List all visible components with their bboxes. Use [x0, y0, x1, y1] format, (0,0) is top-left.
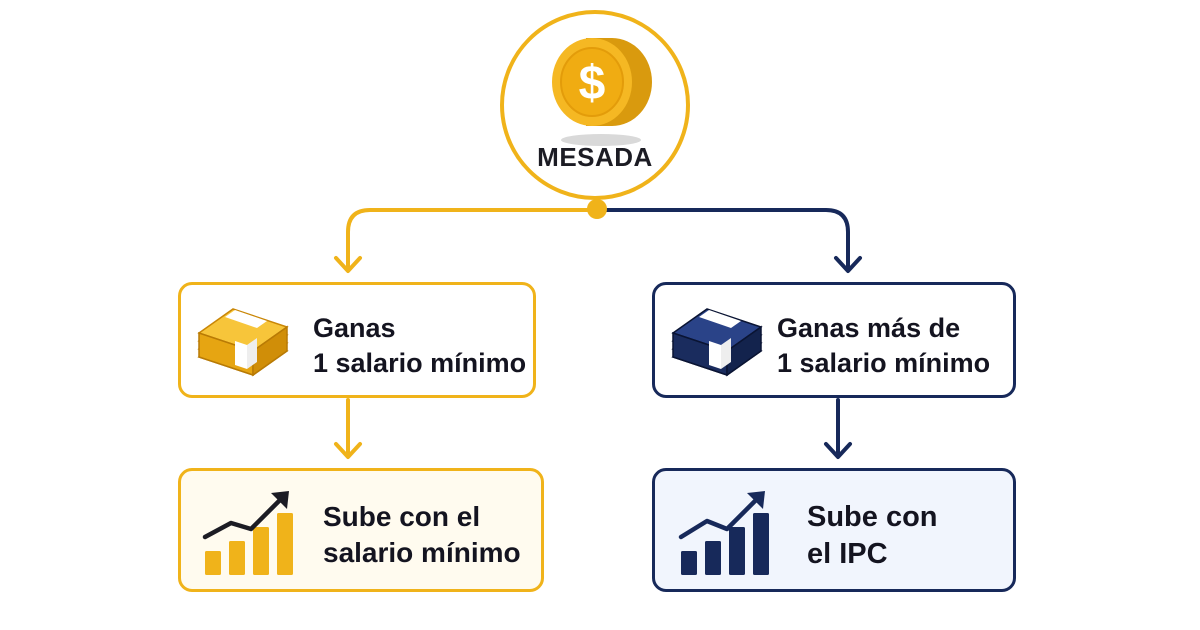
condition-box-left: Ganas 1 salario mínimo	[178, 282, 536, 398]
condition-box-right: Ganas más de 1 salario mínimo	[652, 282, 1016, 398]
connector-root-left	[346, 208, 599, 268]
result-box-left: Sube con el salario mínimo	[178, 468, 544, 592]
condition-right-line2: 1 salario mínimo	[777, 347, 991, 378]
condition-text-left: Ganas 1 salario mínimo	[313, 311, 526, 380]
growth-chart-icon	[201, 487, 301, 584]
growth-chart-icon	[677, 487, 777, 584]
arrowhead-root-left	[334, 256, 362, 273]
condition-right-line1: Ganas más de	[777, 313, 961, 343]
connector-root-right	[595, 208, 850, 268]
result-text-left: Sube con el salario mínimo	[323, 499, 521, 571]
arrowhead-right-down	[824, 442, 852, 459]
cash-stack-icon	[669, 307, 765, 384]
svg-text:$: $	[579, 57, 606, 110]
arrowhead-left-down	[334, 442, 362, 459]
result-box-right: Sube con el IPC	[652, 468, 1016, 592]
cash-stack-icon	[195, 307, 291, 384]
condition-text-right: Ganas más de 1 salario mínimo	[777, 311, 990, 380]
arrowhead-root-right	[834, 256, 862, 273]
result-text-right: Sube con el IPC	[807, 499, 938, 573]
result-right-line1: Sube con	[807, 501, 938, 533]
junction-dot	[587, 199, 607, 219]
result-right-line2: el IPC	[807, 538, 888, 571]
result-left-line2: salario mínimo	[323, 536, 521, 568]
result-left-line1: Sube con el	[323, 501, 481, 532]
root-label: MESADA	[537, 142, 653, 172]
condition-left-line1: Ganas	[313, 313, 396, 343]
root-node: $ MESADA	[500, 10, 690, 200]
coin-dollar-icon: $	[546, 32, 656, 150]
condition-left-line2: 1 salario mínimo	[313, 347, 527, 378]
